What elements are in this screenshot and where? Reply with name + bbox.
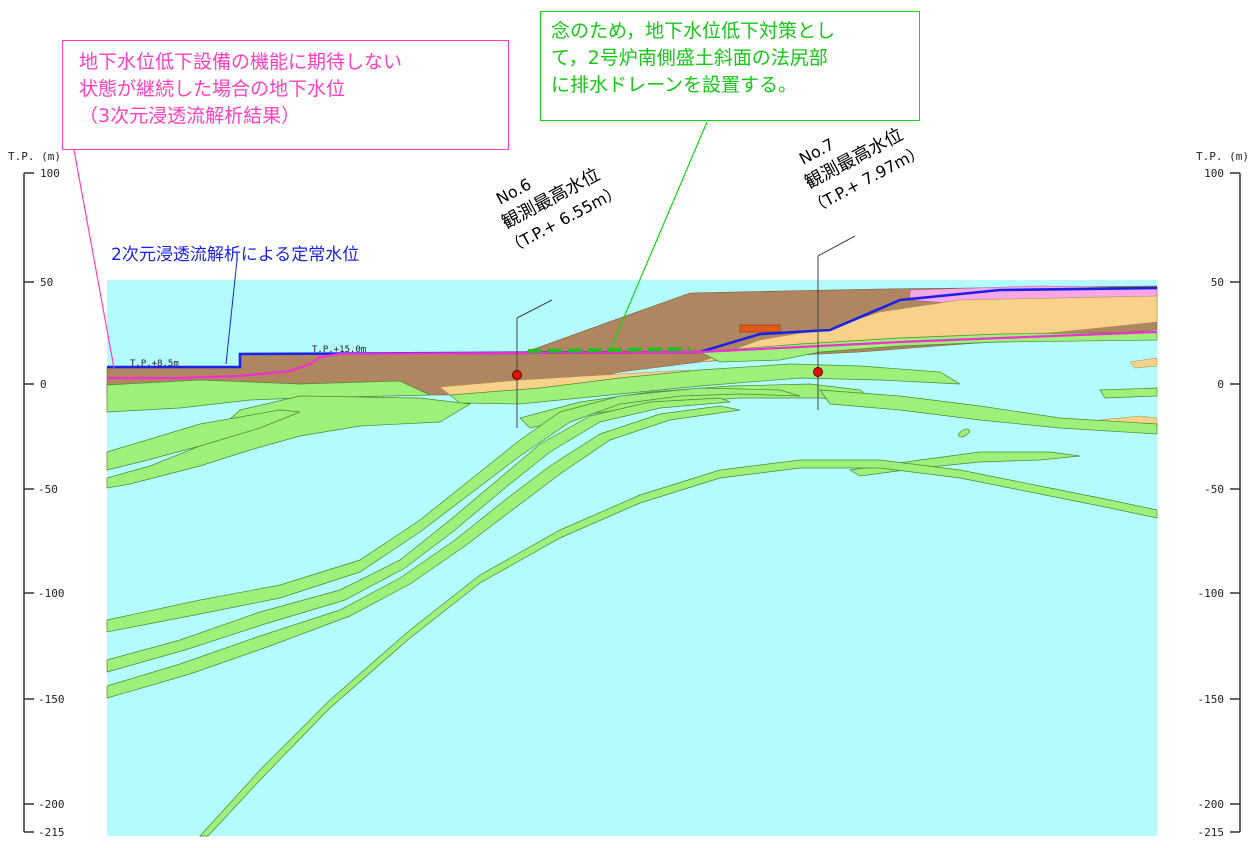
right-axis-title: T.P. (m): [1196, 150, 1249, 163]
right-tick-label: -100: [1198, 587, 1225, 600]
left-tick-label: -50: [38, 483, 58, 496]
sand-lens: [1129, 357, 1158, 369]
weak-layer: [449, 363, 961, 405]
leader-green: [609, 121, 708, 351]
weak-layer: [199, 459, 1158, 837]
left-axis-title: T.P. (m): [8, 150, 61, 163]
left-tick-label: 100: [40, 167, 60, 180]
steady-water-line: [107, 286, 1158, 369]
weak-layer: [819, 389, 1158, 435]
drain-line: [527, 347, 691, 353]
note-line: （3次元浸透流解析結果）: [79, 105, 301, 127]
right-tick-label: 50: [1211, 276, 1224, 289]
weak-layer: [106, 379, 431, 413]
right-tick-label: 100: [1204, 167, 1224, 180]
weak-lens: [958, 428, 970, 438]
note-line: 念のため，地下水位低下対策とし: [551, 20, 836, 42]
lowered-groundwater-note: 地下水位低下設備の機能に期待しない 状態が継続した場合の地下水位 （3次元浸透流…: [62, 40, 509, 150]
left-tick-label: -100: [38, 587, 65, 600]
left-tick-label: -200: [38, 798, 65, 811]
right-tick-label: -50: [1204, 483, 1224, 496]
leader-blue: [225, 259, 238, 365]
left-tick-label: -150: [38, 693, 65, 706]
weak-layer: [106, 405, 741, 699]
weak-layer: [106, 409, 301, 471]
left-axis: [23, 172, 34, 833]
tp-label-small: T.P.+8.5m: [130, 359, 179, 369]
no7-observation-point: [813, 367, 823, 377]
note-line: 状態が継続した場合の地下水位: [79, 78, 346, 100]
note-line: に排水ドレーンを設置する。: [551, 74, 798, 96]
drain-note: 念のため，地下水位低下対策とし て，2号炉南側盛土斜面の法尻部 に排水ドレーンを…: [540, 11, 920, 121]
no6-label: No.6 観測最高水位 （T.P.+ 6.55m）: [493, 164, 624, 257]
weak-layer: [106, 397, 731, 673]
left-tick-label: 0: [40, 378, 47, 391]
leader-pink: [73, 149, 115, 369]
note-line: て，2号炉南側盛土斜面の法尻部: [551, 47, 828, 69]
weak-layer: [106, 395, 472, 489]
right-tick-label: 0: [1217, 378, 1224, 391]
right-axis: [1230, 172, 1241, 833]
no6-observation-point: [512, 370, 522, 380]
note-line: 地下水位低下設備の機能に期待しない: [79, 51, 403, 73]
right-tick-label: -215: [1198, 826, 1225, 839]
right-tick-label: -150: [1198, 693, 1225, 706]
no7-borehole: [817, 235, 856, 410]
left-tick-label: -215: [38, 826, 65, 839]
weak-layer: [848, 451, 1081, 477]
right-tick-label: -200: [1198, 798, 1225, 811]
weak-layer: [1099, 387, 1158, 399]
structure-block: [739, 324, 781, 333]
left-tick-label: 50: [40, 276, 53, 289]
lowered-water-line: [107, 330, 1158, 380]
weak-layer: [698, 331, 1158, 363]
weak-layer: [106, 387, 801, 633]
tp-label-small: T.P.+15.0m: [312, 345, 366, 355]
steady-level-label: 2次元浸透流解析による定常水位: [111, 245, 359, 265]
